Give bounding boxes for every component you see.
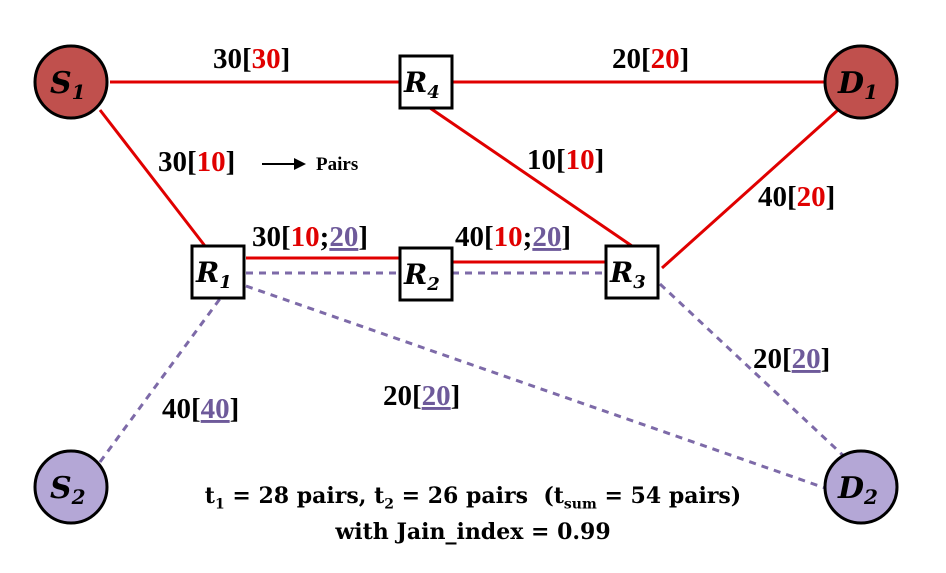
t1-symbol: t [204,483,215,509]
node-s1: S1 [33,44,109,120]
label-r3-d2: 20[20] [753,343,830,375]
link-r1-d2 [245,284,826,490]
svg-text:R2: R2 [403,258,440,295]
flow2-links [98,271,850,490]
label-s2-r1-flow2: 40 [201,393,230,425]
pairs-arrow [262,158,306,170]
label-r1-r2-flow2: 20 [329,221,358,253]
svg-text:R3: R3 [609,256,646,293]
label-r1-r2: 30[10;20] [252,221,368,253]
svg-text:D1: D1 [837,66,878,104]
node-r1-sub: 1 [219,272,232,293]
link-s1-r1 [98,109,207,247]
node-s1-letter: S [50,66,72,101]
link-r4-r3 [429,106,633,248]
node-r3-letter: R [609,256,633,289]
svg-text:R1: R1 [195,256,232,293]
node-s2-letter: S [50,471,72,506]
label-s1-r4: 30[30] [213,43,290,75]
throughput-summary: t1 = 28 pairs, t2 = 26 pairs (tsum = 54 … [0,483,946,512]
node-d1-sub: 1 [864,80,878,104]
flow1-links [98,80,840,270]
node-s1-sub: 1 [72,80,86,104]
fairness-summary: with Jain_index = 0.99 [0,519,946,545]
label-s2-r1: 40[40] [162,393,239,425]
t2-symbol: t [374,483,385,509]
node-d1-circle [823,44,899,120]
pairs-arrow-head [294,158,306,170]
node-s2: S2 [33,449,109,525]
node-r2-letter: R [403,258,427,291]
node-d1: D1 [823,44,899,120]
node-r4-letter: R [403,66,427,99]
label-r1-d2: 20[20] [383,380,460,412]
svg-text:D2: D2 [837,471,878,509]
node-r2-box [398,246,454,302]
label-r4-d1: 20[20] [612,43,689,75]
tsum-open: (t [543,483,564,509]
node-r2-sub: 2 [426,274,440,295]
label-r4-r3: 10[10] [527,144,604,176]
node-r3: R3 [604,244,660,300]
label-r3-d2-flow2: 20 [792,343,821,375]
node-r4: R4 [398,54,454,110]
label-r1-d2-flow2: 20 [422,380,451,412]
jain-value: = 0.99 [530,519,611,545]
link-r3-d1 [660,108,840,270]
node-r2: R2 [398,246,454,302]
label-r4-r3-flow1: 10 [566,144,595,176]
node-d2: D2 [823,449,899,525]
link-r3-d2 [658,282,850,462]
label-r1-r2-flow1: 10 [291,221,320,253]
label-r4-d1-flow1: 20 [651,43,680,75]
label-s1-r1-flow1: 10 [197,146,226,178]
node-s2-sub: 2 [71,485,86,509]
node-r4-box [398,54,454,110]
label-s1-r1: 30[10] [158,146,235,178]
node-s2-circle [33,449,109,525]
jain-prefix: with Jain_index [335,519,524,545]
t1-value: = 28 pairs, [232,483,367,509]
node-r1: R1 [190,244,246,300]
node-r3-box [604,244,660,300]
node-r3-sub: 3 [633,272,646,293]
pairs-unit-label: Pairs [316,154,358,175]
label-r3-d1: 40[20] [758,181,835,213]
label-s1-r4-flow1: 30 [252,43,281,75]
label-r2-r3-flow1: 10 [494,221,523,253]
tsum-subscript: sum [563,496,597,513]
node-r1-box [190,244,246,300]
label-r2-r3-flow2: 20 [532,221,561,253]
svg-text:S1: S1 [50,66,86,104]
label-r3-d1-flow1: 20 [797,181,826,213]
link-s2-r1 [98,295,224,463]
t2-subscript: 2 [384,496,394,513]
node-r4-sub: 4 [427,82,440,103]
node-d1-letter: D [837,66,864,101]
node-d2-sub: 2 [863,485,878,509]
tsum-value: = 54 pairs) [604,483,742,509]
t1-subscript: 1 [214,496,225,513]
node-r1-letter: R [195,256,219,289]
label-r2-r3: 40[10;20] [455,221,571,253]
svg-text:R4: R4 [403,66,440,103]
node-d2-letter: D [837,471,864,506]
node-d2-circle [823,449,899,525]
svg-text:S2: S2 [50,471,86,509]
t2-value: = 26 pairs [401,483,528,509]
node-s1-circle [33,44,109,120]
